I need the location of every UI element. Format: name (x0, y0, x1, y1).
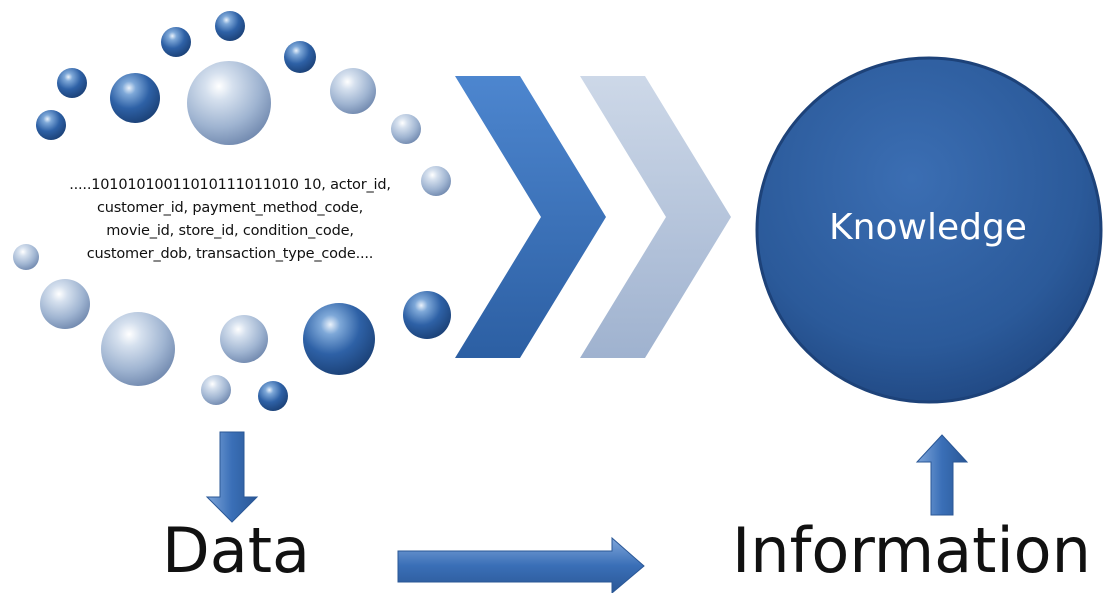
sphere-bubble-icon (40, 279, 90, 329)
sphere-bubble-icon (13, 244, 39, 270)
sphere-bubble-icon (403, 291, 451, 339)
sphere-bubble-icon (258, 381, 288, 411)
sphere-bubble-icon (36, 110, 66, 140)
sphere-bubble-icon (110, 73, 160, 123)
knowledge-circle (755, 56, 1103, 404)
sphere-bubble-icon (187, 61, 271, 145)
data-text-line: .....10101010011010111011010 10, actor_i… (69, 177, 391, 193)
sphere-bubble-icon (161, 27, 191, 57)
down-arrow-icon (205, 431, 259, 523)
sphere-bubble-icon (215, 11, 245, 41)
sphere-bubble-icon (101, 312, 175, 386)
sphere-bubble-icon (330, 68, 376, 114)
sphere-bubble-icon (391, 114, 421, 144)
sphere-bubble-icon (57, 68, 87, 98)
data-text-line: customer_dob, transaction_type_code.... (86, 246, 374, 262)
knowledge-label: Knowledge (829, 207, 1027, 248)
sphere-bubble-icon (284, 41, 316, 73)
data-text-line: customer_id, payment_method_code, (96, 200, 364, 216)
data-text-line: movie_id, store_id, condition_code, (106, 223, 354, 239)
up-arrow-icon (915, 434, 969, 516)
data-label: Data (162, 514, 311, 587)
sphere-bubble-icon (201, 375, 231, 405)
chevron-right-icon (580, 76, 731, 358)
right-arrow-icon (397, 536, 645, 593)
information-label: Information (732, 514, 1091, 587)
sphere-bubble-icon (303, 303, 375, 375)
sphere-bubble-icon (220, 315, 268, 363)
data-sample-text: .....10101010011010111011010 10, actor_i… (10, 174, 450, 266)
sphere-bubble-icon (421, 166, 451, 196)
chevron-right-icon (455, 76, 606, 358)
bubble-cloud (13, 11, 451, 411)
